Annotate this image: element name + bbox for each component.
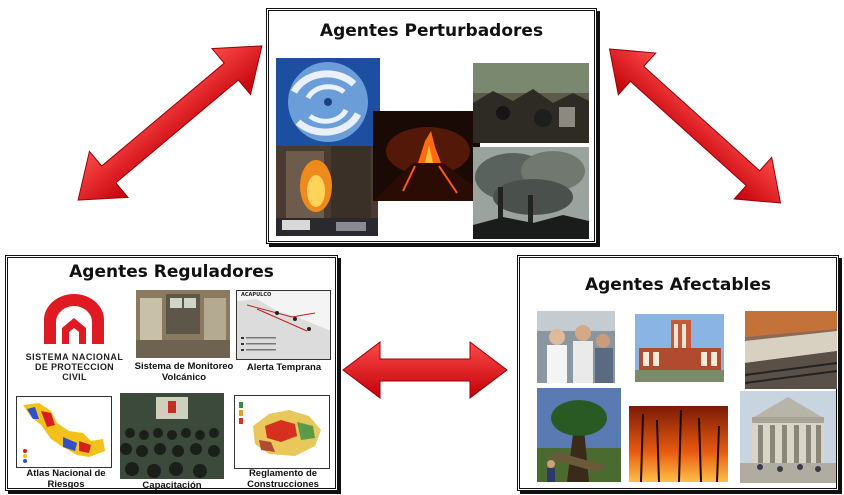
reguladores-box: Agentes Reguladores SISTEMA NACIONAL DE … bbox=[5, 255, 338, 491]
sinaproc-emblem-icon bbox=[44, 294, 104, 344]
storm-damage-photo bbox=[537, 388, 621, 482]
sinaproc-logo-line-2: DE PROTECCION CIVIL bbox=[35, 362, 114, 382]
volcano-photo bbox=[373, 111, 480, 201]
caption-alerta: Alerta Temprana bbox=[246, 362, 322, 373]
train-station-photo bbox=[745, 311, 837, 389]
caption-reglamento: Reglamento de Construcciones bbox=[247, 468, 319, 490]
perturbadores-box: Agentes Perturbadores bbox=[266, 8, 597, 244]
forest-fire-photo bbox=[629, 406, 728, 482]
sinaproc-logo-line-1: SISTEMA NACIONAL bbox=[25, 352, 124, 362]
caption-atlas: Atlas Nacional de Riesgos bbox=[26, 468, 106, 490]
arrow-perturbadores-afectables bbox=[608, 48, 782, 204]
afectables-title: Agentes Afectables bbox=[584, 275, 772, 295]
people-photo bbox=[537, 311, 615, 383]
reglamento-construcciones-map bbox=[234, 395, 330, 469]
perturbadores-title: Agentes Perturbadores bbox=[319, 21, 544, 41]
explosion-debris-photo bbox=[473, 63, 589, 143]
monitoring-room-photo bbox=[136, 290, 230, 358]
hurricane-photo bbox=[276, 58, 380, 146]
industrial-smoke-photo bbox=[473, 147, 589, 239]
capacitacion-photo bbox=[120, 393, 224, 479]
alerta-map-header: ACAPULCO bbox=[241, 292, 272, 298]
atlas-riesgos-map bbox=[16, 396, 112, 468]
building-fire-photo bbox=[276, 146, 378, 236]
sinaproc-logo: SISTEMA NACIONAL DE PROTECCION CIVIL bbox=[22, 290, 127, 382]
afectables-box: Agentes Afectables bbox=[517, 255, 839, 491]
caption-monitoreo: Sistema de Monitoreo Volcánico bbox=[134, 361, 234, 383]
arrow-reguladores-afectables bbox=[342, 340, 508, 400]
reguladores-title: Agentes Reguladores bbox=[69, 262, 274, 282]
alerta-temprana-map: ACAPULCO bbox=[236, 290, 331, 360]
caption-capacitacion: Capacitación bbox=[142, 480, 202, 491]
capitol-building-photo bbox=[740, 391, 836, 483]
arrow-perturbadores-reguladores bbox=[77, 45, 263, 201]
government-building-photo bbox=[635, 314, 724, 382]
